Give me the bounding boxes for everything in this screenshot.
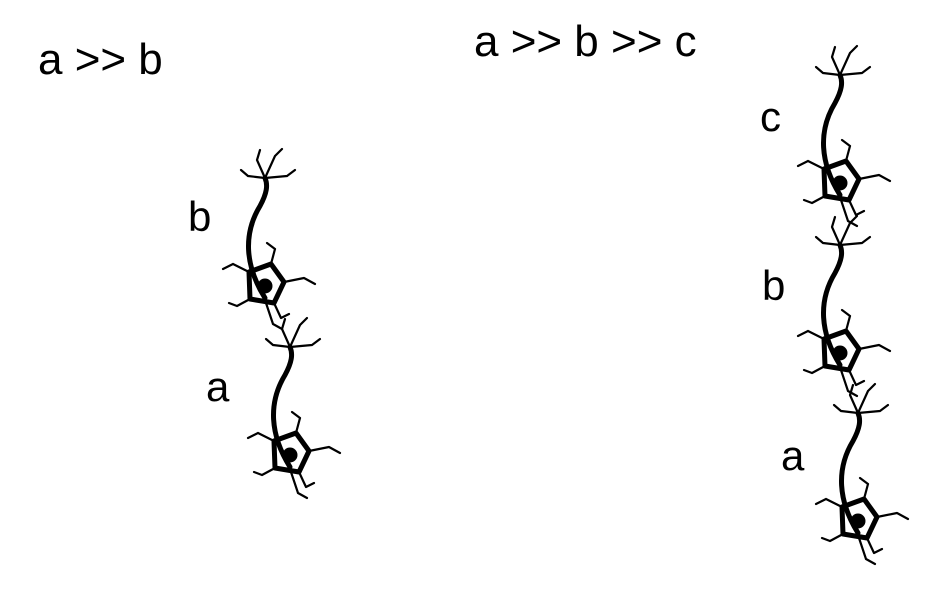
right-neuron-c-label: c (760, 93, 781, 140)
right-neuron-a-label: a (781, 432, 805, 479)
left-panel-caption: a >> b (38, 35, 163, 84)
right-neuron-b-label: b (762, 262, 786, 309)
right-neuron-c-drawing (796, 44, 892, 228)
right-neuron-a-drawing (814, 382, 910, 566)
left-neuron-b-label: b (188, 193, 212, 240)
right-panel-caption: a >> b >> c (474, 17, 697, 66)
left-neuron-a-drawing (246, 316, 342, 500)
left-neuron-b-drawing (221, 147, 317, 331)
left-neuron-a-label: a (206, 363, 230, 410)
right-neuron-b-drawing (796, 214, 892, 398)
